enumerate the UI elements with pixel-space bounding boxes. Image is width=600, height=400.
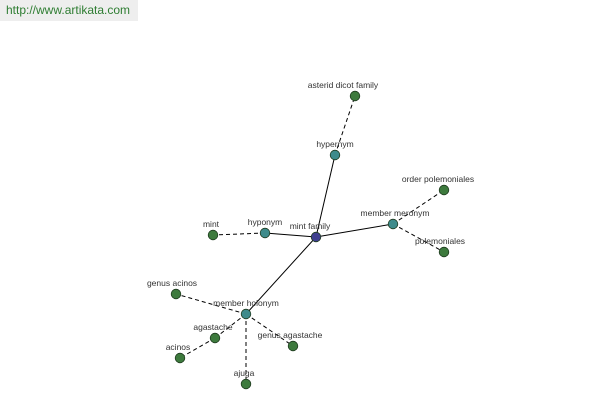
node-acinos[interactable] [174, 352, 186, 364]
node-label-mint-family: mint family [290, 221, 331, 231]
node-mint-family[interactable] [310, 231, 322, 243]
node-label-agastache: agastache [193, 322, 232, 332]
edge-mint-family-to-hyponym [264, 232, 317, 238]
node-label-member-meronym: member meronym [361, 208, 430, 218]
edge-mint-family-to-member-holonym [245, 236, 317, 315]
node-label-genus-agastache: genus agastache [258, 330, 323, 340]
node-asterid-dicot-family[interactable] [349, 90, 361, 102]
node-label-order-polemoniales: order polemoniales [402, 174, 474, 184]
edge-mint-family-to-hypernym [315, 154, 336, 238]
node-agastache[interactable] [209, 332, 221, 344]
node-label-member-holonym: member holonym [213, 298, 279, 308]
node-polemoniales[interactable] [438, 246, 450, 258]
node-label-genus-acinos: genus acinos [147, 278, 197, 288]
node-mint[interactable] [207, 229, 219, 241]
edge-hyponym-to-mint [212, 232, 266, 236]
node-label-asterid-dicot-family: asterid dicot family [308, 80, 379, 90]
node-member-holonym[interactable] [240, 308, 252, 320]
node-label-polemoniales: polemoniales [415, 236, 465, 246]
node-label-acinos: acinos [166, 342, 191, 352]
edge-member-meronym-to-order-polemoniales [392, 189, 445, 225]
node-label-mint: mint [203, 219, 220, 229]
node-genus-agastache[interactable] [287, 340, 299, 352]
node-genus-acinos[interactable] [170, 288, 182, 300]
nodes-layer [170, 90, 450, 390]
node-label-hyponym: hyponym [248, 217, 283, 227]
edge-member-holonym-to-genus-acinos [175, 293, 247, 315]
edge-member-meronym-to-polemoniales [392, 223, 445, 253]
edge-mint-family-to-member-meronym [315, 223, 394, 238]
node-hypernym[interactable] [329, 149, 341, 161]
node-order-polemoniales[interactable] [438, 184, 450, 196]
node-ajuga[interactable] [240, 378, 252, 390]
node-label-ajuga: ajuga [234, 368, 255, 378]
source-url-link[interactable]: http://www.artikata.com [0, 0, 138, 21]
node-member-meronym[interactable] [387, 218, 399, 230]
edges-layer [175, 95, 445, 384]
node-label-hypernym: hypernym [316, 139, 353, 149]
edge-member-holonym-to-genus-agastache [245, 313, 294, 347]
edge-hypernym-to-asterid-dicot-family [334, 95, 356, 156]
labels-layer: mint family hypernym asterid dicot family h… [147, 80, 474, 378]
node-hyponym[interactable] [259, 227, 271, 239]
